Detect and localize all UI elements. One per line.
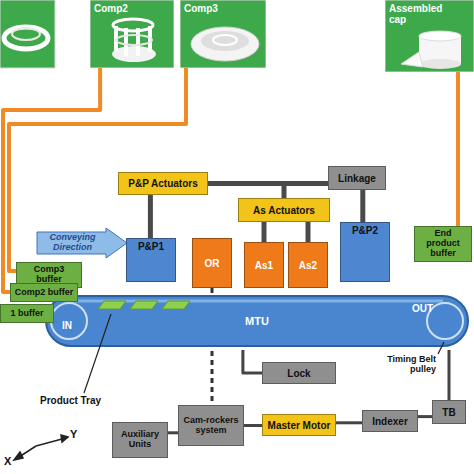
axes-symbol	[14, 435, 68, 460]
partial-photo-panel	[0, 0, 55, 68]
direction-arrow: Conveying Direction	[36, 227, 128, 259]
buffer-box: Comp2 buffer	[10, 283, 78, 302]
actuator-box: P&P Actuators	[118, 172, 208, 195]
axis-label: X	[4, 455, 11, 467]
lock-box: Lock	[262, 362, 336, 384]
box-label: Linkage	[338, 173, 376, 184]
link-line	[243, 350, 262, 373]
linkage-box: Linkage	[328, 166, 386, 190]
station-box: As2	[288, 242, 328, 288]
box-label: Conveying Direction	[39, 233, 106, 253]
unit-box: TB	[432, 400, 466, 424]
box-label: P&P1	[138, 241, 164, 252]
axis-label: Y	[70, 428, 77, 440]
box-label: As1	[255, 260, 273, 271]
box-label: TB	[442, 407, 455, 418]
link-line	[456, 72, 460, 226]
station-box: P&P2	[340, 222, 390, 282]
box-label: End product buffer	[418, 229, 468, 259]
box-label: P&P2	[352, 225, 378, 236]
box-label: Comp3	[184, 3, 218, 14]
box-label: Master Motor	[268, 420, 331, 431]
conveyor-unit: MTU	[44, 292, 470, 350]
box-label: Comp2 buffer	[15, 288, 74, 298]
station-box: P&P1	[126, 238, 176, 282]
port-label: OUT	[412, 303, 433, 314]
link-line	[262, 222, 267, 242]
link-line	[244, 424, 262, 427]
box-label: Comp2	[94, 3, 128, 14]
link-line	[418, 415, 432, 418]
photo-panel: Comp3	[180, 0, 266, 68]
box-label: Auxiliary Units	[116, 430, 164, 450]
box-label: As Actuators	[253, 205, 315, 216]
station-box: As1	[244, 242, 284, 288]
buffer-box: 1 buffer	[0, 304, 54, 323]
link-line	[336, 421, 362, 424]
unit-box: Auxiliary Units	[112, 422, 168, 458]
leader-line	[438, 342, 444, 354]
link-line	[306, 222, 311, 242]
box-label: MTU	[245, 315, 269, 327]
box-label: OR	[205, 258, 220, 269]
link-line	[208, 181, 328, 186]
link-line	[360, 190, 365, 222]
actuator-bar	[282, 184, 287, 199]
box-label: P&P Actuators	[128, 178, 197, 189]
station-box: OR	[192, 238, 232, 288]
box-label: 1 buffer	[10, 309, 43, 319]
unit-box: Indexer	[362, 410, 418, 432]
box-label: Lock	[287, 368, 310, 379]
link-line	[168, 431, 178, 434]
link-line	[3, 68, 100, 292]
motor-box: Master Motor	[262, 414, 336, 436]
link-line	[148, 195, 153, 238]
link-line	[448, 350, 451, 400]
port-label: IN	[62, 320, 72, 331]
box-label: Cam-rockers system	[182, 416, 240, 436]
box-label: Comp3 buffer	[20, 265, 78, 285]
box-label: Assembled cap	[389, 3, 445, 25]
part-label: Product Tray	[40, 395, 116, 406]
part-label: Timing Belt pulley	[370, 355, 436, 375]
buffer-box: End product buffer	[414, 226, 472, 262]
unit-box: Cam-rockers system	[178, 405, 244, 446]
photo-panel: Comp2	[90, 0, 174, 68]
leader-line	[84, 314, 111, 393]
box-label: Indexer	[372, 416, 408, 427]
actuator-box: As Actuators	[238, 198, 330, 222]
photo-panel: Assembled cap	[385, 0, 474, 72]
box-label: As2	[299, 260, 317, 271]
